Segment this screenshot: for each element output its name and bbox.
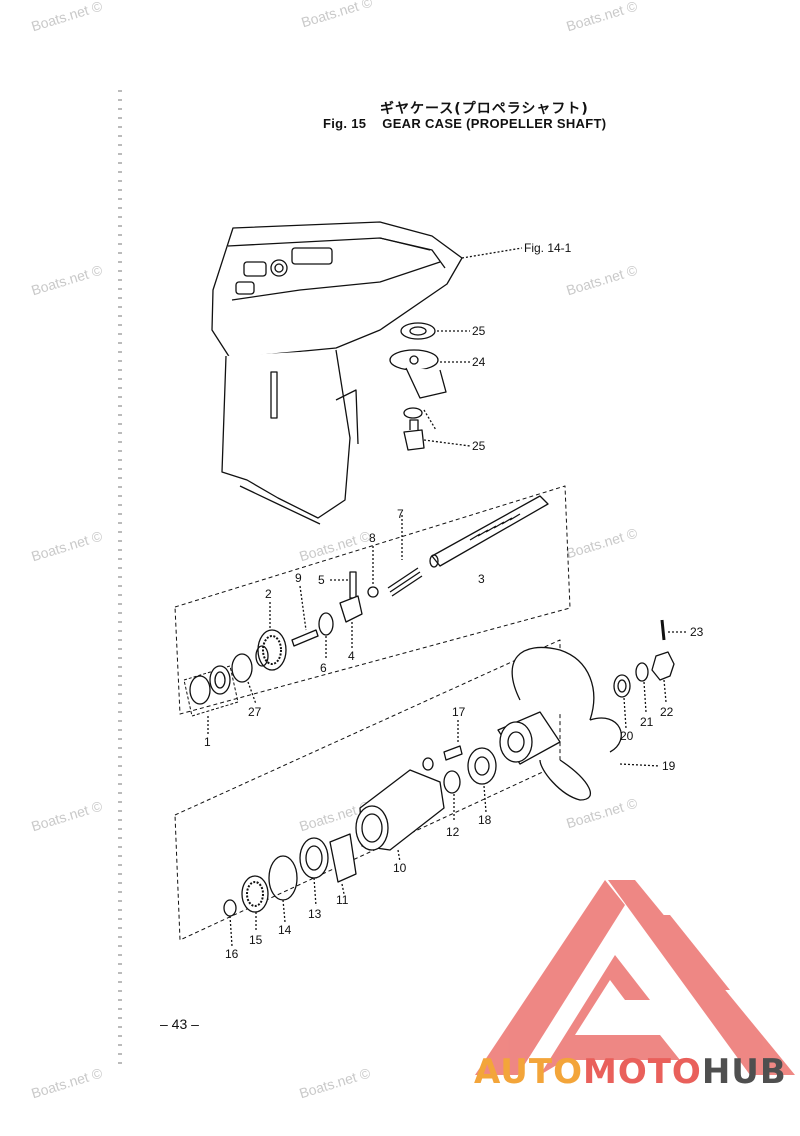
- part-18-bearing: [467, 747, 497, 813]
- part-2-forward-gear: [255, 602, 287, 671]
- part-11-bearing: [329, 833, 357, 895]
- part-3-propeller-shaft: [429, 495, 549, 568]
- automotohub-logo-text: AUTOMOTOHUB: [474, 1052, 787, 1092]
- part-26-bolt: [403, 407, 471, 451]
- part-9-pin: [291, 629, 319, 647]
- label-20: 20: [620, 729, 634, 743]
- figure-title: Fig. 15 GEAR CASE (PROPELLER SHAFT): [323, 116, 622, 131]
- label-4: 4: [348, 649, 355, 663]
- label-12: 12: [446, 825, 460, 839]
- page-number: – 43 –: [160, 1016, 199, 1032]
- label-19: 19: [662, 759, 676, 773]
- part-10-bearing-housing: [355, 769, 445, 863]
- part-5-pin: [349, 571, 357, 599]
- part-17-bolt: [422, 720, 463, 771]
- part-1-bearing: [183, 665, 239, 734]
- part-16-ring: [223, 899, 237, 947]
- part-labels: Fig. 14-1 25 24 25 7 8 3 9 5 2 4 6 27 1 …: [204, 241, 704, 961]
- part-14-o-ring: [268, 855, 298, 923]
- label-14: 14: [278, 923, 292, 937]
- part-27-shim: [231, 653, 253, 683]
- part-23-cotter-pin: [660, 619, 688, 641]
- part-19-propeller: [497, 646, 661, 801]
- part-8-ball: [367, 586, 379, 598]
- label-18: 18: [478, 813, 492, 827]
- label-2: 2: [265, 587, 272, 601]
- label-17: 17: [452, 705, 466, 719]
- part-12-seal: [443, 770, 461, 822]
- part-20-spacer: [613, 674, 631, 729]
- label-8: 8: [369, 531, 376, 545]
- label-10: 10: [393, 861, 407, 875]
- label-6: 6: [320, 661, 327, 675]
- ref-label-fig14: Fig. 14-1: [524, 241, 572, 255]
- part-25-washer: [400, 322, 470, 340]
- logo-text-auto: AUTO: [474, 1052, 583, 1092]
- binding-margin: [118, 90, 122, 1070]
- label-27: 27: [248, 705, 262, 719]
- automotohub-logo-icon: [475, 880, 795, 1075]
- label-25a: 25: [472, 324, 486, 338]
- label-5: 5: [318, 573, 325, 587]
- label-21: 21: [640, 715, 654, 729]
- part-4-clutch: [339, 595, 363, 648]
- label-25b: 25: [472, 439, 486, 453]
- part-15-reverse-gear: [241, 875, 269, 932]
- label-23: 23: [690, 625, 704, 639]
- part-13-bearing-outer: [299, 837, 329, 907]
- part-6-ring: [318, 612, 334, 636]
- part-7-spring: [387, 515, 423, 597]
- label-11: 11: [336, 893, 349, 907]
- label-9: 9: [295, 571, 302, 585]
- label-24: 24: [472, 355, 486, 369]
- part-22-nut: [651, 651, 675, 703]
- figure-number: Fig. 15: [323, 116, 367, 131]
- gear-case-housing: [211, 221, 463, 525]
- label-3: 3: [478, 572, 485, 586]
- logo-text-hub: HUB: [701, 1052, 787, 1092]
- figure-title-english: GEAR CASE (PROPELLER SHAFT): [382, 116, 607, 131]
- logo-text-moto: MOTO: [582, 1052, 702, 1092]
- part-24-anode: [389, 349, 470, 399]
- label-7: 7: [397, 507, 404, 521]
- figure-title-japanese: ギヤケース(プロペラシャフト): [380, 101, 589, 117]
- label-13: 13: [308, 907, 322, 921]
- part-21-washer: [635, 662, 649, 713]
- label-1: 1: [204, 735, 211, 749]
- label-15: 15: [249, 933, 263, 947]
- label-22: 22: [660, 705, 674, 719]
- label-16: 16: [225, 947, 239, 961]
